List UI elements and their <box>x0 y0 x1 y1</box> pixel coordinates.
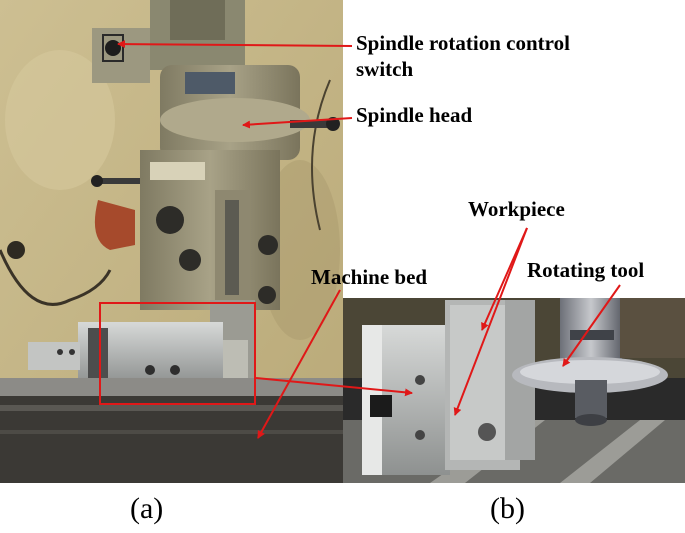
arrow-rotating-tool <box>562 284 621 367</box>
label-spindle-head: Spindle head <box>356 103 473 127</box>
photo-b <box>343 298 685 483</box>
annotation-arrows <box>117 40 621 439</box>
label-machine-bed: Machine bed <box>311 265 428 289</box>
caption-panel-b: (b) <box>490 492 525 525</box>
arrow-workpiece-2 <box>453 227 528 416</box>
arrow-machine-bed <box>257 289 341 439</box>
label-spindle-switch-line1: Spindle rotation control <box>356 31 570 55</box>
arrow-zoom-link <box>255 377 413 397</box>
label-spindle-switch-line2: switch <box>356 57 414 81</box>
label-rotating-tool: Rotating tool <box>527 258 645 282</box>
arrow-spindle-switch <box>117 40 353 49</box>
label-workpiece: Workpiece <box>468 197 565 221</box>
photo-a <box>0 0 343 483</box>
arrow-spindle-head <box>242 117 353 129</box>
caption-panel-a: (a) <box>130 492 164 525</box>
